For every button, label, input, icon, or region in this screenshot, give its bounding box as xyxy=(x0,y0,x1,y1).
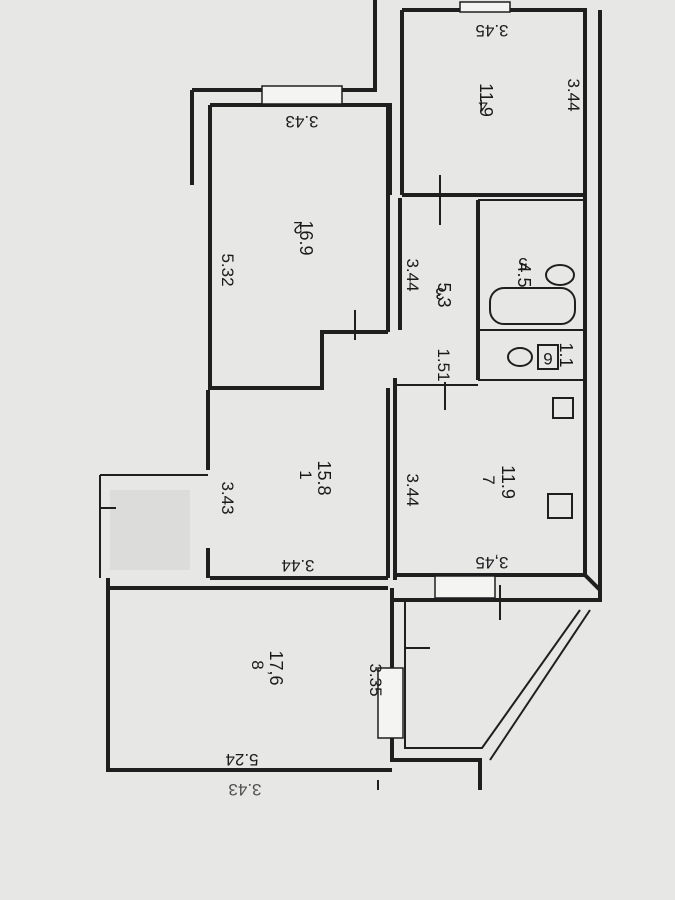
interior-walls xyxy=(210,105,585,580)
room-1-number: 1 xyxy=(296,470,315,479)
stove xyxy=(547,493,573,519)
room-4-area: 11.9 xyxy=(476,83,496,117)
room-7-area: 11.9 xyxy=(498,465,518,499)
room-4-number: 4 xyxy=(478,96,487,115)
dim-room8-bottom: 5.24 xyxy=(225,750,258,769)
window-room8 xyxy=(377,667,404,739)
window-room7 xyxy=(434,575,496,599)
window-room2 xyxy=(261,85,343,105)
room-labels: 2 16.9 4 11.9 5 4.5 3 5.3 6 1.1 1 15.8 7… xyxy=(248,83,576,685)
room-2-area: 16.9 xyxy=(296,220,316,255)
dim-room7-bottom: 3,45 xyxy=(475,553,508,572)
sink xyxy=(552,397,574,419)
dim-corridor: 1.51 xyxy=(434,348,453,381)
toilet-tank xyxy=(537,344,559,370)
dim-room3-width: 3.44 xyxy=(403,258,422,291)
room-8-area: 17,6 xyxy=(266,650,286,685)
windows xyxy=(110,1,511,739)
washbasin xyxy=(545,264,575,286)
toilet xyxy=(507,347,533,367)
room-5-area: 4.5 xyxy=(514,262,534,287)
room-3-area: 5.3 xyxy=(434,282,454,307)
room-8-number: 8 xyxy=(248,660,267,669)
fixtures xyxy=(489,264,576,519)
dim-room4-right: 3.44 xyxy=(564,78,583,111)
room-2-number: 2 xyxy=(293,218,302,237)
room-6-number: 6 xyxy=(543,349,552,368)
bathtub xyxy=(489,287,576,325)
dim-room7-left: 3.44 xyxy=(403,473,422,506)
dim-room1-left: 3.43 xyxy=(218,481,237,514)
dim-room4-top: 3.45 xyxy=(475,21,508,40)
dim-room8-right: 3.35 xyxy=(366,663,385,696)
dim-room2-top: 3.43 xyxy=(285,112,318,131)
outer-walls xyxy=(99,0,602,790)
balcony-hatch xyxy=(110,490,190,570)
dimension-labels: 3.45 3.44 3.43 5.32 3.44 1.51 3.43 3.44 … xyxy=(218,21,583,799)
room-1-area: 15.8 xyxy=(314,460,334,495)
dim-room2-left: 5.32 xyxy=(218,253,237,286)
room-5-number: 5 xyxy=(518,254,527,273)
room-3-number: 3 xyxy=(435,284,444,303)
dim-room8-bottom-cut: 3.43 xyxy=(228,780,261,799)
door-marks xyxy=(100,175,501,649)
room-7-number: 7 xyxy=(479,475,498,484)
window-room4 xyxy=(459,1,511,13)
room-6-area: 1.1 xyxy=(556,342,576,367)
dim-room1-bottom: 3.44 xyxy=(281,556,314,575)
